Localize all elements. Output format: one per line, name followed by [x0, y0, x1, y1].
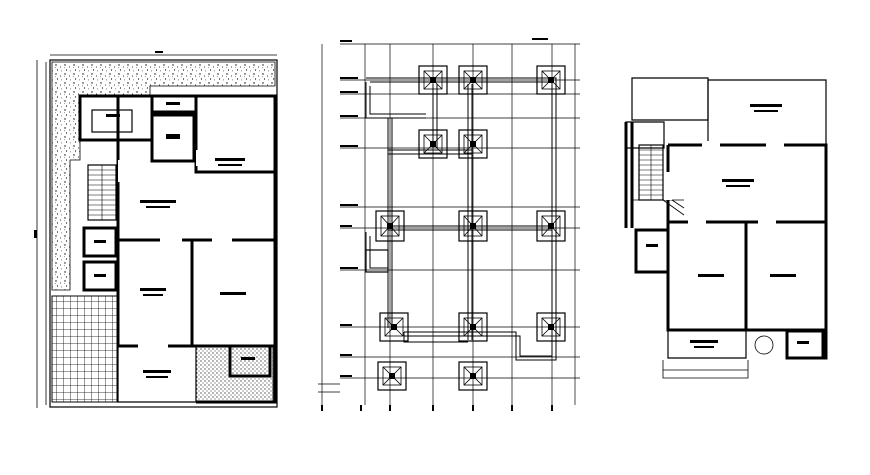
room-label-store: [166, 102, 180, 105]
footing: [458, 65, 488, 95]
footing: [458, 210, 488, 242]
room-label-terrace: [750, 104, 782, 107]
stair-wall-ff: [624, 122, 634, 228]
kitchen-counter: [91, 109, 133, 133]
footing: [458, 361, 488, 391]
room-label-family-lounge: [722, 179, 754, 182]
kitchen-wall: [78, 94, 154, 142]
plot-boundary: [49, 59, 278, 408]
room-label-bedroom-2: [140, 288, 166, 291]
column-footing-layout: [318, 38, 580, 411]
room-label-bedroom-b: [770, 274, 796, 277]
wash-wall: [82, 260, 118, 292]
porch-wall: [117, 346, 197, 403]
room-label-kitchen-mark: [106, 114, 120, 117]
door-openings-ff: [664, 141, 784, 226]
footing: [377, 361, 407, 391]
toilet-1-wall: [82, 226, 118, 258]
lounge-wall: [666, 145, 826, 224]
footing: [458, 129, 488, 159]
depth-dimension-label: [34, 230, 37, 238]
footing: [536, 210, 566, 242]
paved-parking: [51, 295, 118, 403]
room-label-porch: [143, 370, 171, 373]
footing-group: [375, 65, 566, 391]
stair-treads: [88, 165, 116, 220]
room-label-toilet-1: [94, 240, 106, 243]
footing: [536, 65, 566, 95]
bedroom-walls-ff: [666, 222, 826, 332]
door-swing: [632, 199, 685, 216]
footing: [418, 129, 448, 159]
toilet-ff: [634, 228, 670, 274]
footing: [418, 65, 448, 95]
room-label-wash: [94, 274, 106, 277]
grid-tags-bottom: [321, 405, 553, 411]
grid-tags-left: [340, 38, 548, 377]
ground-floor-plan: [34, 51, 278, 408]
room-label-bedroom-1: [215, 158, 245, 161]
bedroom-1-wall: [194, 96, 275, 174]
pier: [365, 249, 389, 273]
balcony: [667, 330, 747, 359]
room-label-living-dining: [140, 200, 176, 203]
terrace: [707, 79, 827, 146]
stair-treads-ff: [639, 145, 663, 200]
footing: [379, 312, 409, 342]
room-label-bedroom-3: [220, 292, 246, 295]
grade-beams: [365, 77, 557, 361]
horizontal-grid-lines: [340, 43, 580, 379]
room-label-toilet-ff: [646, 244, 658, 247]
footing: [536, 312, 566, 342]
first-floor-plan: [624, 77, 828, 379]
garden-area: [195, 345, 274, 403]
room-label-toilet-2: [241, 357, 255, 360]
room-label-pooja: [166, 134, 180, 139]
footing: [375, 210, 405, 242]
room-label-bedroom-a: [698, 274, 724, 277]
toilet-b-wall: [785, 329, 825, 360]
width-dimension-label: [155, 51, 163, 53]
room-label-balcony: [690, 340, 718, 343]
pooja-wall: [150, 113, 196, 163]
toilet-2-wall: [228, 344, 272, 378]
room-label-toilet-b: [797, 341, 809, 344]
water-tank: [754, 335, 774, 355]
footing: [458, 312, 488, 342]
door-openings: [118, 150, 232, 350]
roof-outline: [631, 77, 709, 121]
